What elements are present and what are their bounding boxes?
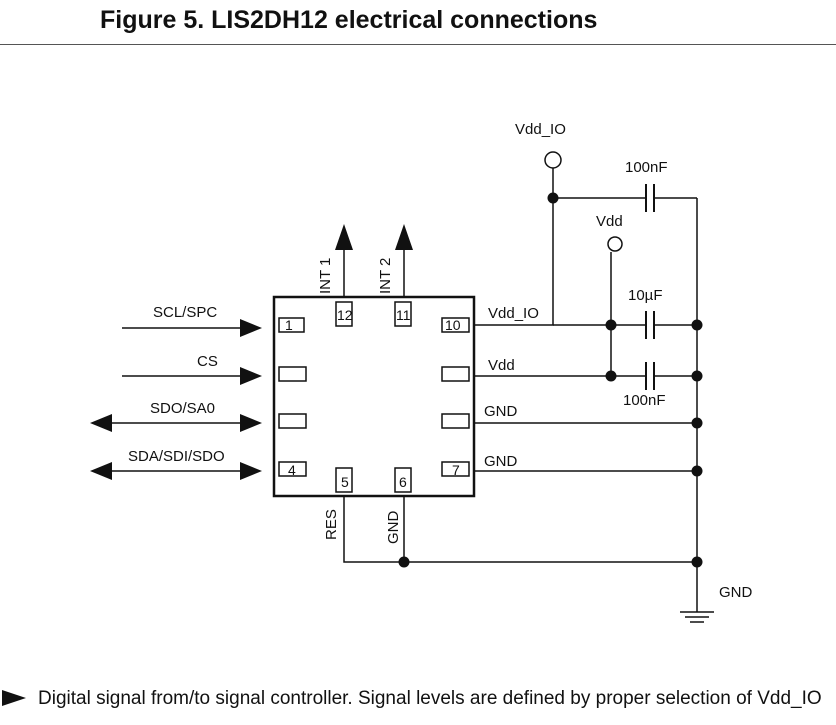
pin-12-pad: [335, 301, 353, 327]
label-int2: INT 2: [377, 258, 394, 294]
label-cap-bot: 100nF: [623, 392, 666, 409]
label-gnd-supply: GND: [719, 584, 753, 601]
pin-6-number: 6: [399, 474, 407, 490]
label-sda-sdi-sdo: SDA/SDI/SDO: [128, 448, 225, 465]
pin-9-pad: [441, 366, 470, 382]
figure-title: Figure 5. LIS2DH12 electrical connection…: [100, 6, 598, 34]
pin-4-number: 4: [288, 462, 296, 478]
pin-6-pad: [394, 467, 412, 493]
pin-10-pad: [441, 317, 470, 333]
pin-10-number: 10: [445, 317, 461, 333]
int2-arrowhead: [395, 224, 413, 250]
vdd-terminal: [607, 236, 623, 252]
label-int1: INT 1: [317, 258, 334, 294]
junction-dot: [691, 417, 703, 429]
label-vdd-pin: Vdd: [488, 357, 515, 374]
label-res: RES: [323, 509, 340, 540]
pin-8-pad: [441, 413, 470, 429]
sda-arrowhead-right: [240, 462, 262, 480]
res-gnd-wire: [343, 496, 697, 563]
label-cap-mid: 10µF: [628, 287, 663, 304]
pin-1-pad: [278, 317, 305, 333]
sda-arrowhead-left: [90, 462, 112, 480]
junction-dot: [691, 465, 703, 477]
int1-arrowhead: [335, 224, 353, 250]
pin-7-number: 7: [452, 462, 460, 478]
pin-11-number: 11: [396, 307, 411, 323]
junction-dot: [605, 319, 617, 331]
pin-12-number: 12: [337, 307, 353, 323]
pin-7-pad: [441, 461, 470, 477]
pin-5-number: 5: [341, 474, 349, 490]
sdo-arrowhead-left: [90, 414, 112, 432]
junction-dot: [398, 556, 410, 568]
label-vdd-supply: Vdd: [596, 213, 623, 230]
junction-dot: [691, 556, 703, 568]
label-gnd-pin6: GND: [385, 511, 402, 545]
label-vdd-io-pin: Vdd_IO: [488, 305, 539, 322]
label-gnd-pin7: GND: [484, 453, 518, 470]
sdo-arrowhead-right: [240, 414, 262, 432]
pin-5-pad: [335, 467, 353, 493]
junction-dot: [547, 192, 559, 204]
junction-dot: [691, 319, 703, 331]
pin-3-pad: [278, 413, 307, 429]
label-cs: CS: [197, 353, 218, 370]
label-gnd-pin8: GND: [484, 403, 518, 420]
pin-11-pad: [394, 301, 412, 327]
ic-body: [272, 295, 476, 498]
junction-dot: [691, 370, 703, 382]
label-scl-spc: SCL/SPC: [153, 304, 217, 321]
label-cap-top: 100nF: [625, 159, 668, 176]
scl-arrowhead: [240, 319, 262, 337]
pin-4-pad: [278, 461, 307, 477]
label-vdd-io-supply: Vdd_IO: [515, 121, 566, 138]
pin-1-number: 1: [285, 317, 293, 333]
label-sdo-sa0: SDO/SA0: [150, 400, 215, 417]
vdd-io-wire: [474, 168, 554, 326]
vdd-io-terminal: [544, 151, 562, 169]
junction-dot: [605, 370, 617, 382]
title-rule: [0, 44, 836, 45]
legend-note: Digital signal from/to signal controller…: [38, 688, 822, 709]
pin-2-pad: [278, 366, 307, 382]
cs-arrowhead: [240, 367, 262, 385]
legend-arrowhead: [2, 690, 26, 706]
